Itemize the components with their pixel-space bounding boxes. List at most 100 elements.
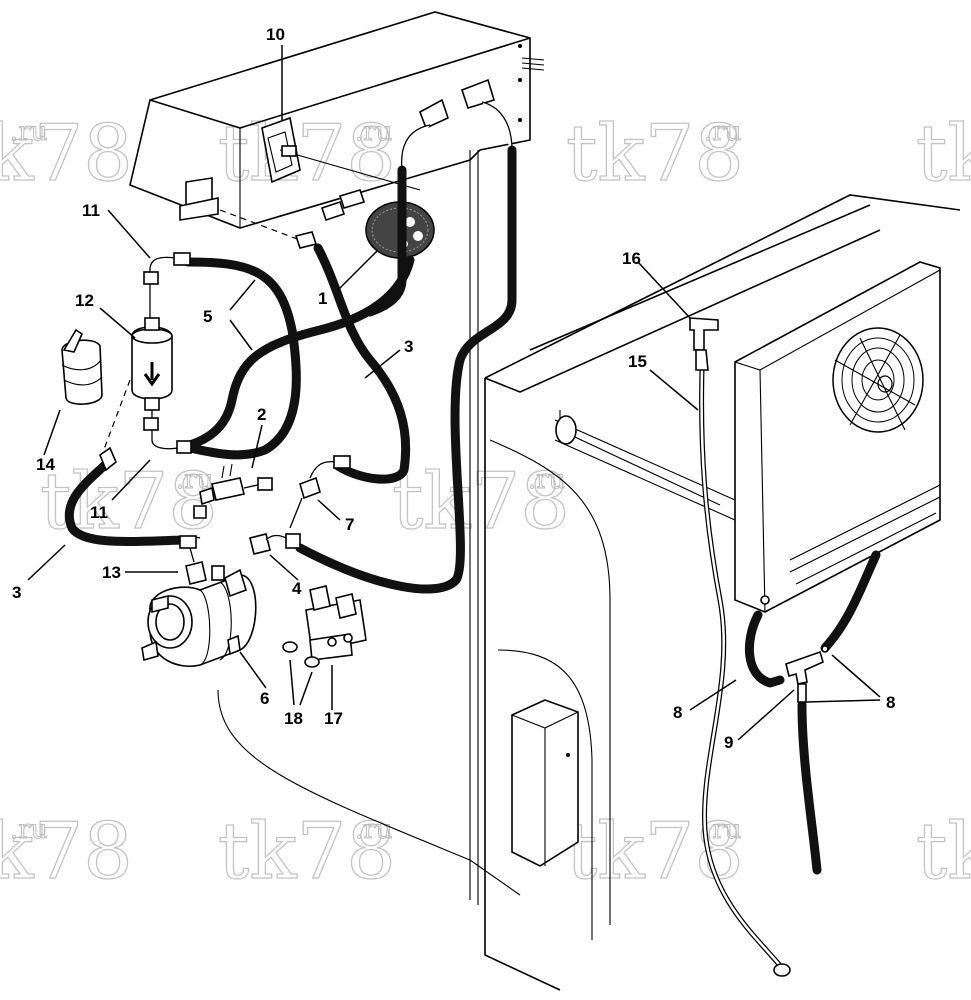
tee-fitting-9 <box>785 645 829 703</box>
callout-leaders <box>27 45 881 741</box>
leader-8a <box>689 679 737 711</box>
leader-5 <box>229 279 256 351</box>
leader-3a <box>364 349 401 379</box>
leader-15 <box>649 369 699 411</box>
leader-6 <box>239 651 267 689</box>
connector-pins <box>294 189 366 249</box>
callout-12: 12 <box>75 291 94 310</box>
callout-8: 8 <box>673 703 682 722</box>
watermark-layer: tk78 .ru tk78 .ru tk78 .ru tk78 tk78 .ru… <box>0 108 971 897</box>
watermark-text: tk78 <box>566 807 744 897</box>
watermark-mid-center: tk78 .ru <box>391 456 570 547</box>
callout-11: 11 <box>82 201 100 220</box>
leader-4 <box>269 554 299 581</box>
callout-17: 17 <box>324 709 343 728</box>
o-rings <box>282 641 320 668</box>
watermark-suffix: .ru <box>10 117 47 147</box>
receiver-box <box>511 699 579 867</box>
watermark-text: tk78 <box>0 807 133 897</box>
fan-icon <box>832 327 924 433</box>
watermark-text: tk78 <box>0 109 133 199</box>
callout-15: 15 <box>628 352 647 371</box>
watermark-top-far-right: tk78 <box>915 108 971 199</box>
fitting-lower-left <box>99 446 117 472</box>
callout-10: 10 <box>266 25 285 44</box>
drain-hose-8b <box>820 550 881 653</box>
leader-11a <box>107 209 151 259</box>
fitting-4 <box>249 533 301 555</box>
watermark-text: tk78 <box>218 807 396 897</box>
watermark-bottom-right: tk78 .ru <box>565 806 744 897</box>
callout-16: 16 <box>622 249 641 268</box>
tee-fitting-16 <box>689 317 719 371</box>
housing-fittings <box>400 78 513 171</box>
hose-3-lower <box>64 457 195 547</box>
watermark-suffix: .ru <box>704 117 741 147</box>
callout-18: 18 <box>284 709 303 728</box>
watermark-text: tk78 <box>916 807 971 897</box>
vehicle-body <box>217 150 961 991</box>
fitting-13 <box>179 535 225 585</box>
leader-18 <box>289 659 313 706</box>
watermark-suffix: .ru <box>528 465 565 495</box>
callout-4: 4 <box>292 579 302 598</box>
watermark-bottom-left: tk78 .ru <box>0 806 134 897</box>
watermark-text: tk78 <box>218 109 396 199</box>
callout-2: 2 <box>257 405 266 424</box>
watermark-bottom-center: tk78 .ru <box>217 806 396 897</box>
watermark-top-right: tk78 .ru <box>565 108 744 199</box>
leader-7 <box>317 499 341 521</box>
relay-component <box>179 177 219 221</box>
watermark-top-left: tk78 .ru <box>0 108 134 199</box>
leader-16 <box>637 261 691 319</box>
hose-3-upper <box>313 243 411 484</box>
leader-9 <box>737 689 795 741</box>
callout-8: 8 <box>886 693 895 712</box>
watermark-suffix: .ru <box>10 815 47 845</box>
callout-3: 3 <box>404 337 413 356</box>
callout-5: 5 <box>203 307 212 326</box>
leader-12 <box>99 307 136 339</box>
callout-11: 11 <box>90 503 108 522</box>
evaporator-housing <box>129 11 545 229</box>
hose-5a <box>183 257 301 460</box>
hose-upper-left <box>365 165 407 317</box>
bolt-stud <box>521 57 545 71</box>
leader-1 <box>337 249 379 291</box>
callout-labels: 10 11 12 5 1 3 2 11 7 3 13 4 14 6 18 17 … <box>12 25 895 752</box>
receiver-drier <box>131 252 192 454</box>
callout-1: 1 <box>318 289 327 308</box>
watermark-bottom-far-right: tk78 <box>915 806 971 897</box>
watermark-suffix: .ru <box>704 815 741 845</box>
compressor <box>141 568 257 667</box>
callout-13: 13 <box>102 563 121 582</box>
condenser-unit <box>734 261 941 613</box>
leader-8b <box>805 654 881 703</box>
refrigerant-hoses <box>64 145 881 875</box>
drain-hose-8a <box>744 610 785 688</box>
callout-9: 9 <box>724 733 733 752</box>
thermostat-switch <box>261 116 421 191</box>
callout-14: 14 <box>36 455 55 474</box>
callout-6: 6 <box>260 689 269 708</box>
bracket <box>61 328 103 405</box>
watermark-suffix: .ru <box>355 117 392 147</box>
tube-15 <box>699 369 791 977</box>
watermark-mid-left: tk78 .ru <box>39 456 218 547</box>
service-manifold <box>305 585 367 661</box>
leader-11b <box>111 459 151 501</box>
leader-3b <box>27 544 66 581</box>
hose-5b <box>185 255 415 450</box>
fitting-7 <box>289 455 351 529</box>
leader-14 <box>43 409 61 456</box>
watermark-text: tk78 <box>566 109 744 199</box>
drain-hose-8c <box>797 700 822 875</box>
hose-4 <box>295 145 517 594</box>
callout-7: 7 <box>345 515 354 534</box>
watermark-top-center: tk78 .ru <box>217 108 396 199</box>
leader-2 <box>251 424 263 469</box>
pressure-switch <box>193 463 273 519</box>
callout-3: 3 <box>12 583 21 602</box>
watermark-text: tk78 <box>392 457 570 547</box>
